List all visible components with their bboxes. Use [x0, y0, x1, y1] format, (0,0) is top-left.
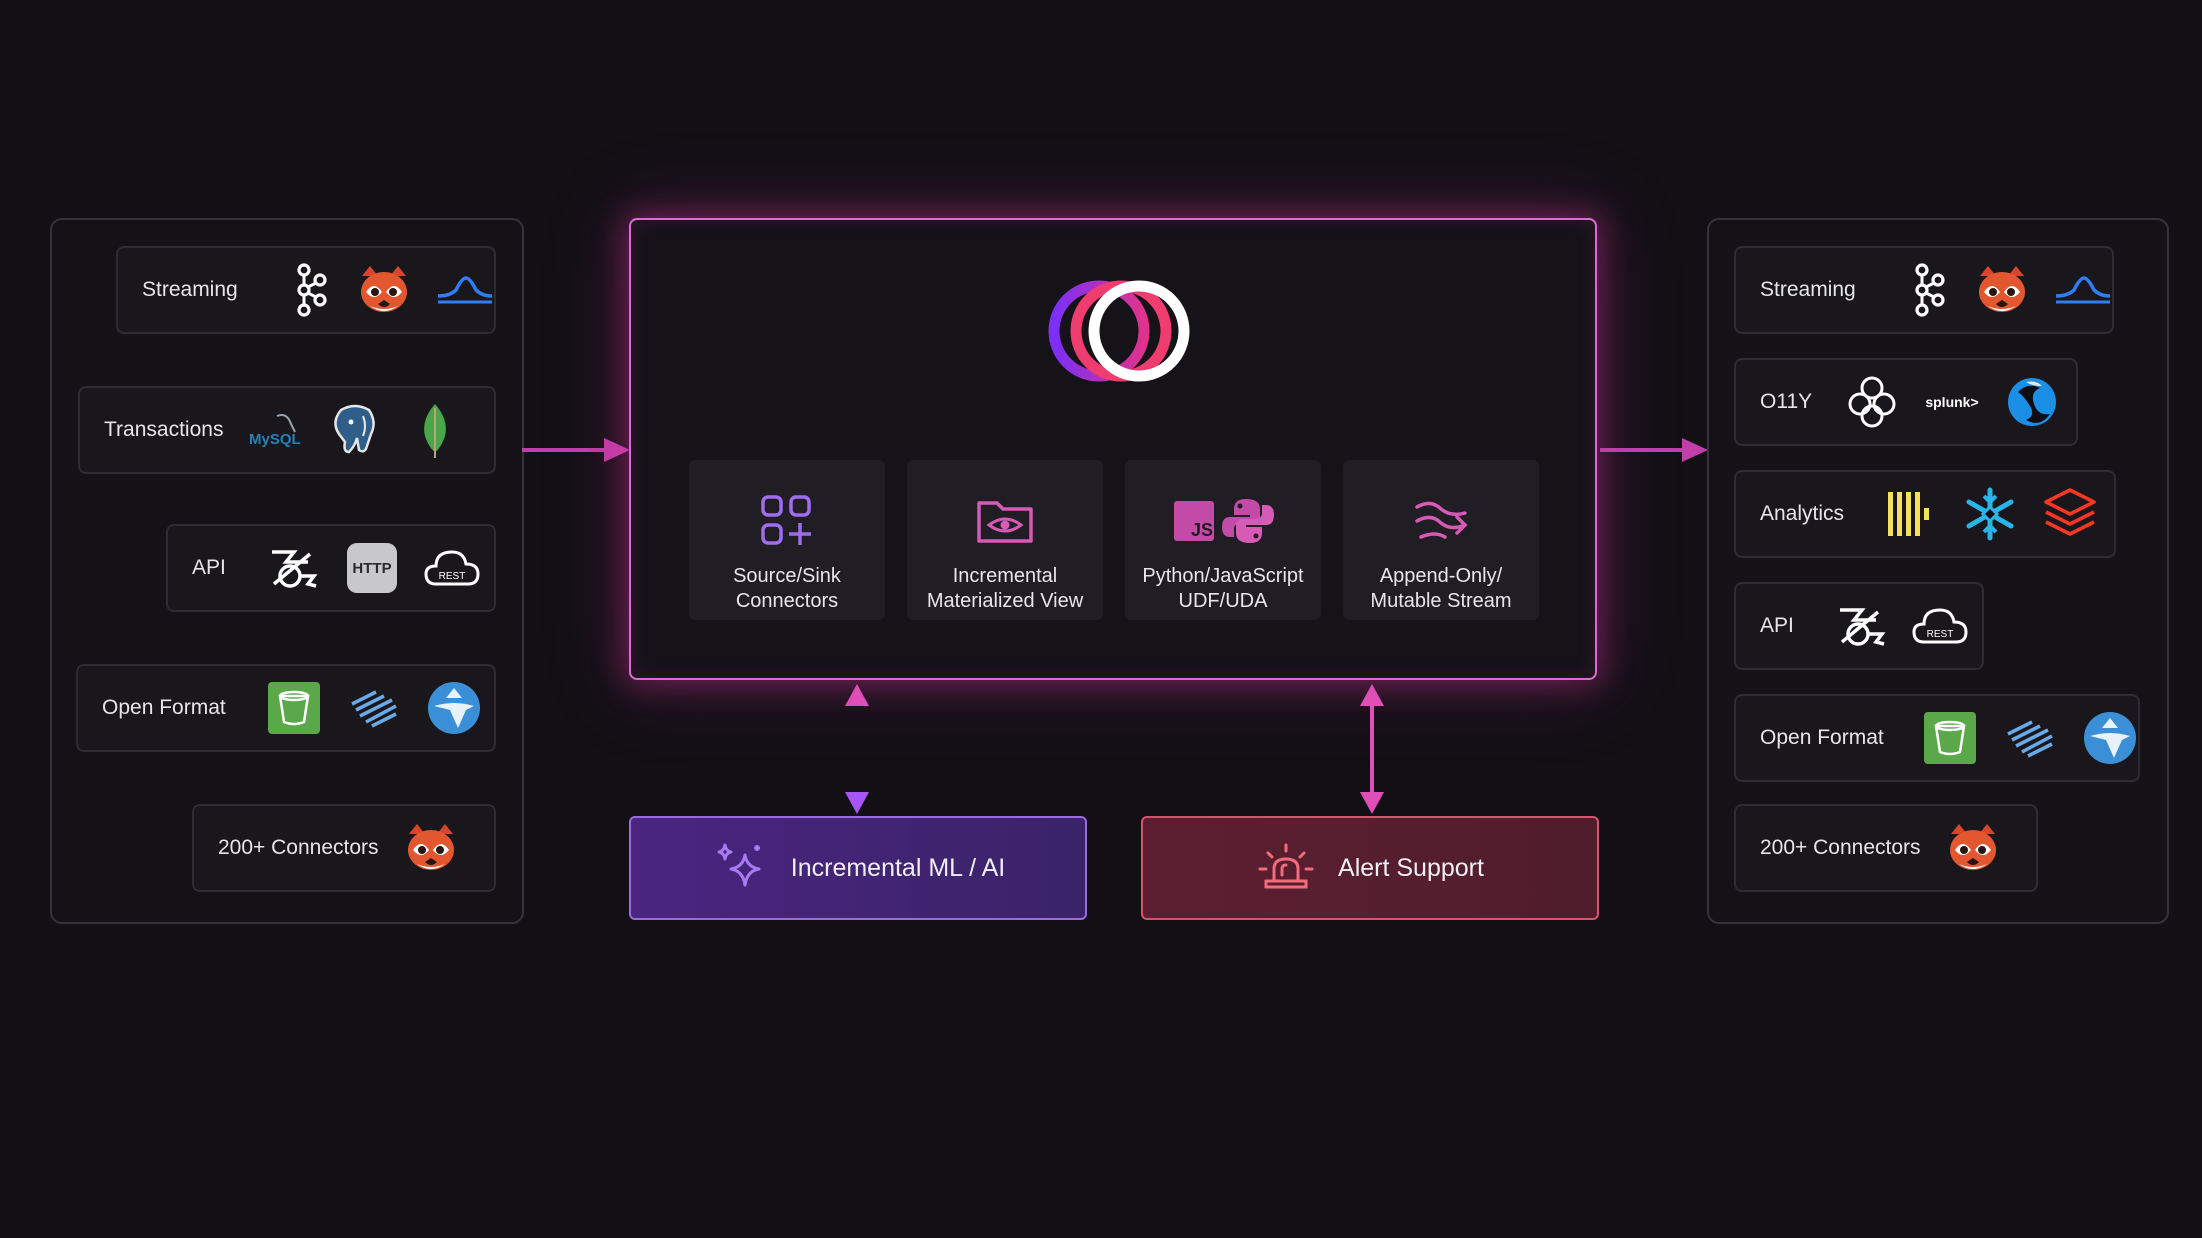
feature-label: Append-Only/ Mutable Stream	[1370, 565, 1512, 612]
proton-rings-logo	[1048, 280, 1190, 382]
row-label: Open Format	[102, 696, 226, 719]
webhook-icon	[264, 540, 320, 596]
right-row-analytics: Analytics	[1734, 470, 2116, 558]
arrow-sources-to-engine	[522, 438, 630, 462]
row-icons	[1921, 820, 2001, 876]
postgres-icon	[327, 402, 383, 458]
delta-lake-icon	[346, 680, 402, 736]
redpanda-icon	[1945, 820, 2001, 876]
snowflake-icon	[1962, 486, 2018, 542]
splunk-icon: splunk>	[1924, 374, 1980, 430]
folder-eye-icon	[907, 486, 1103, 556]
row-label: 200+ Connectors	[1760, 836, 1921, 859]
row-icons: splunk>	[1820, 374, 2060, 430]
row-label: Streaming	[1760, 278, 1856, 301]
row-icons	[1870, 262, 2112, 318]
row-icons	[252, 262, 494, 318]
feature-label: Incremental Materialized View	[926, 565, 1084, 612]
feature-source-sink-connectors: Source/Sink Connectors	[689, 460, 885, 620]
row-icons	[1858, 486, 2098, 542]
datadog-icon	[2004, 374, 2060, 430]
row-icons	[1898, 710, 2138, 766]
feature-incremental-materialized-view: Incremental Materialized View	[907, 460, 1103, 620]
http-text: HTTP	[352, 560, 391, 577]
arrow-engine-alert	[1360, 684, 1384, 814]
splunk-text: splunk>	[1926, 394, 1979, 410]
right-row-open-format: Open Format	[1734, 694, 2140, 782]
rest-text: REST	[1927, 629, 1954, 640]
open-telemetry-icon	[1844, 374, 1900, 430]
left-row-streaming: Streaming	[116, 246, 496, 334]
kafka-icon	[276, 262, 332, 318]
feature-label: Python/JavaScript UDF/UDA	[1142, 565, 1304, 612]
alert-support-block: Alert Support	[1141, 816, 1599, 920]
ml-label: Incremental ML / AI	[790, 853, 1006, 882]
row-icons: REST	[1808, 598, 1968, 654]
row-icons	[242, 680, 482, 736]
right-row-api: API REST	[1734, 582, 1984, 670]
iceberg-icon	[2082, 710, 2138, 766]
row-icons: HTTP REST	[240, 540, 480, 596]
feature-python-javascript-udf: JS Python/JavaScript UDF/UDA	[1125, 460, 1321, 620]
databricks-icon	[2042, 486, 2098, 542]
iceberg-icon	[426, 680, 482, 736]
feature-label: Source/Sink Connectors	[733, 565, 841, 612]
row-label: Transactions	[104, 418, 224, 441]
row-label: API	[1760, 614, 1794, 637]
left-row-api: API HTTP REST	[166, 524, 496, 612]
clickhouse-icon	[1882, 486, 1938, 542]
stream-waves-icon	[1343, 486, 1539, 556]
row-label: API	[192, 556, 226, 579]
pulsar-icon	[435, 262, 494, 318]
pulsar-icon	[2053, 262, 2112, 318]
redpanda-icon	[356, 262, 412, 318]
http-icon: HTTP	[344, 540, 400, 596]
mongodb-icon	[407, 402, 463, 458]
row-label: Streaming	[142, 278, 238, 301]
row-icons: MySQL	[223, 402, 463, 458]
rest-cloud-icon: REST	[1912, 598, 1968, 654]
webhook-icon	[1832, 598, 1888, 654]
kafka-icon	[1894, 262, 1950, 318]
js-text: JS	[1191, 520, 1213, 540]
alert-label: Alert Support	[1338, 853, 1484, 882]
s3-bucket-icon	[1922, 710, 1978, 766]
left-row-200-connectors: 200+ Connectors	[192, 804, 496, 892]
redpanda-icon	[403, 820, 459, 876]
row-icons	[379, 820, 459, 876]
rest-cloud-icon: REST	[424, 540, 480, 596]
row-label: O11Y	[1760, 390, 1813, 413]
row-label: Open Format	[1760, 726, 1884, 749]
mysql-icon: MySQL	[247, 402, 303, 458]
redpanda-icon	[1974, 262, 2030, 318]
feature-append-only-mutable-stream: Append-Only/ Mutable Stream	[1343, 460, 1539, 620]
sparkles-icon	[717, 843, 761, 887]
row-label: 200+ Connectors	[218, 836, 379, 859]
connectors-grid-icon	[689, 486, 885, 556]
incremental-ml-ai-block: Incremental ML / AI	[629, 816, 1087, 920]
arrow-engine-ml	[845, 684, 869, 814]
right-row-o11y: O11Y splunk>	[1734, 358, 2078, 446]
delta-lake-icon	[2002, 710, 2058, 766]
rest-text: REST	[439, 571, 466, 582]
row-label: Analytics	[1760, 502, 1845, 525]
mysql-text: MySQL	[249, 431, 301, 448]
js-python-icon: JS	[1125, 486, 1321, 556]
right-row-200-connectors: 200+ Connectors	[1734, 804, 2038, 892]
siren-alert-icon	[1258, 843, 1314, 889]
arrow-engine-to-destinations	[1600, 438, 1708, 462]
right-row-streaming: Streaming	[1734, 246, 2114, 334]
s3-bucket-icon	[266, 680, 322, 736]
left-row-transactions: Transactions MySQL	[78, 386, 496, 474]
left-row-open-format: Open Format	[76, 664, 496, 752]
